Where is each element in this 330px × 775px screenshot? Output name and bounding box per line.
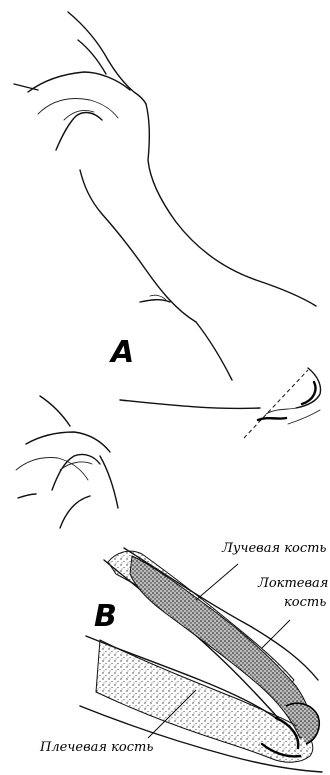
- panel-a-arm-drawing: [14, 12, 321, 438]
- panel-label-b: B: [94, 599, 117, 634]
- panel-label-a: A: [109, 335, 134, 370]
- label-humerus: Плечевая кость: [39, 740, 153, 755]
- label-ulna-line1: Локтевая: [257, 576, 328, 591]
- ulna-leader-line: [262, 620, 290, 648]
- label-ulna-line2: кость: [284, 595, 326, 610]
- label-radius: Лучевая кость: [221, 541, 327, 556]
- radius-leader-line: [196, 564, 238, 600]
